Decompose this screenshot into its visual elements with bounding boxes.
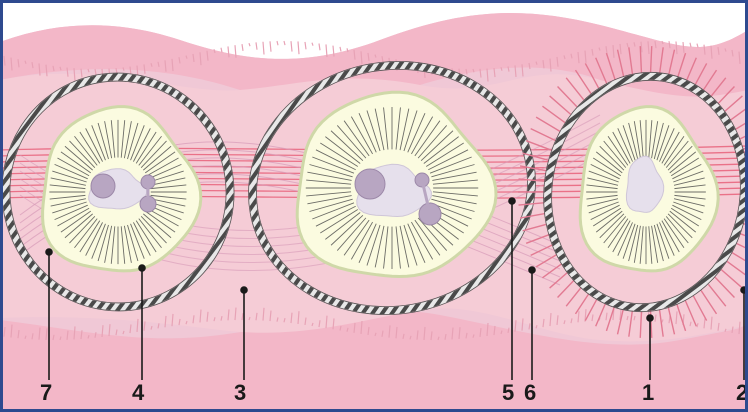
- leader-6-dot: [529, 267, 535, 273]
- chromosome-sphere: [91, 174, 115, 198]
- label-1: 1: [642, 380, 654, 405]
- label-3: 3: [234, 380, 246, 405]
- label-6: 6: [524, 380, 536, 405]
- leader-4-dot: [139, 265, 145, 271]
- leader-7-dot: [46, 249, 52, 255]
- leader-1-dot: [647, 315, 653, 321]
- label-7: 7: [40, 380, 52, 405]
- label-5: 5: [502, 380, 514, 405]
- leader-3-dot: [241, 287, 247, 293]
- label-4: 4: [132, 380, 145, 405]
- leader-5-dot: [509, 198, 515, 204]
- chromosome-sphere: [355, 169, 385, 199]
